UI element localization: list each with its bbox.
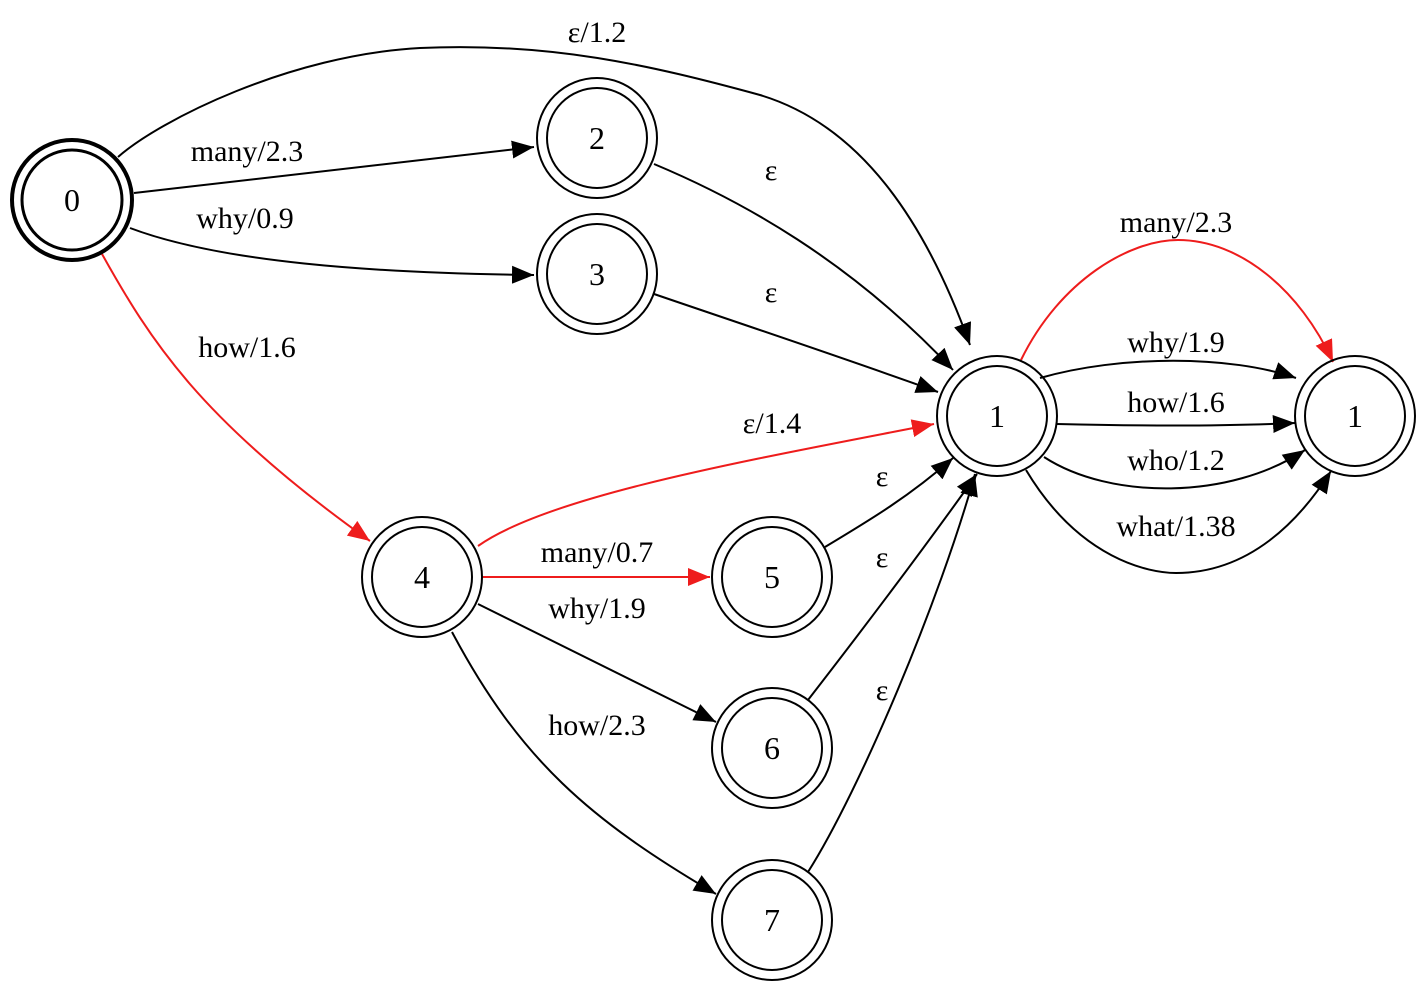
edge-e1a_1b_who: who/1.2 [1043, 444, 1306, 490]
edge-label: ε [765, 276, 778, 309]
state-outer-circle [711, 859, 833, 981]
edge-label: who/1.2 [1127, 444, 1225, 477]
state-inner-circle [371, 526, 473, 628]
edge-label: ε/1.2 [568, 16, 626, 49]
state-outer-circle [536, 213, 658, 335]
edge-e4_6: why/1.9 [477, 592, 717, 723]
edge-line [1039, 359, 1297, 380]
edge-line [1025, 469, 1332, 575]
state-outer-circle [1294, 355, 1416, 477]
edge-label: many/0.7 [541, 536, 654, 569]
edge-line [807, 473, 978, 873]
edge-e0_4: how/1.6 [101, 253, 371, 542]
edge-label: many/2.3 [191, 135, 304, 168]
edge-e6_1a: ε [807, 473, 978, 701]
edge-label: how/1.6 [1127, 386, 1225, 419]
edge-label: why/1.9 [548, 592, 646, 625]
state-label: 1 [1347, 398, 1363, 434]
state-n6: 6 [711, 687, 833, 809]
state-label: 6 [764, 730, 780, 766]
edge-line [129, 227, 535, 284]
state-n2: 2 [536, 77, 658, 199]
state-inner-circle [721, 526, 823, 628]
edge-label: ε [876, 674, 889, 707]
edge-line [133, 140, 535, 194]
state-label: 0 [64, 182, 80, 218]
edge-label: what/1.38 [1116, 510, 1235, 543]
edge-line [477, 419, 935, 547]
states: 0 2 3 1 1 4 5 6 7 [10, 77, 1416, 981]
start-state-n0: 0 [10, 138, 134, 262]
edge-label: ε/1.4 [743, 407, 801, 440]
edge-line [477, 603, 717, 723]
state-n1b: 1 [1294, 355, 1416, 477]
state-n7: 7 [711, 859, 833, 981]
state-label: 3 [589, 256, 605, 292]
state-outer-circle [711, 516, 833, 638]
edge-e4_7: how/2.3 [451, 631, 717, 895]
edge-e1a_1b_what: what/1.38 [1025, 469, 1332, 575]
edge-line [101, 253, 371, 542]
edge-e4_1a: ε/1.4 [477, 407, 935, 547]
edge-label: how/2.3 [548, 709, 646, 742]
edges: ε/1.2 many/2.3 why/0.9 how/1.6 ε ε ε/1.4 many/0… [101, 16, 1334, 895]
edge-e2_1a: ε [653, 154, 954, 371]
edge-e3_1a: ε [653, 276, 939, 393]
state-inner-circle [546, 223, 648, 325]
edge-line [451, 631, 717, 895]
edge-label: how/1.6 [198, 331, 296, 364]
state-inner-circle [546, 87, 648, 189]
edge-label: ε [876, 460, 889, 493]
state-n5: 5 [711, 516, 833, 638]
edge-label: many/2.3 [1120, 206, 1233, 239]
edge-e0_2: many/2.3 [133, 135, 535, 194]
edge-line [1056, 415, 1296, 434]
edge-label: why/1.9 [1127, 326, 1225, 359]
state-outer-circle [936, 355, 1058, 477]
edge-line [1020, 238, 1334, 363]
edge-e0_3: why/0.9 [129, 202, 535, 284]
edge-label: ε [765, 154, 778, 187]
edge-line [807, 473, 978, 701]
state-inner-circle [946, 365, 1048, 467]
edge-e4_5: many/0.7 [483, 536, 710, 586]
edge-e5_1a: ε [824, 457, 954, 548]
state-outer-circle [10, 138, 134, 262]
state-inner-circle [721, 697, 823, 799]
state-n1a: 1 [936, 355, 1058, 477]
state-n4: 4 [361, 516, 483, 638]
state-n3: 3 [536, 213, 658, 335]
edge-e1a_1b_how: how/1.6 [1056, 386, 1296, 434]
edge-e1a_1b_why: why/1.9 [1039, 326, 1297, 380]
state-label: 7 [764, 902, 780, 938]
edge-line [824, 457, 954, 548]
state-label: 1 [989, 398, 1005, 434]
edge-line [653, 293, 939, 393]
state-outer-circle [361, 516, 483, 638]
state-inner-circle [721, 869, 823, 971]
edge-label: why/0.9 [196, 202, 294, 235]
state-label: 4 [414, 559, 430, 595]
state-outer-circle [711, 687, 833, 809]
edge-line [1043, 449, 1306, 490]
state-inner-circle [20, 148, 124, 252]
state-outer-circle [536, 77, 658, 199]
edge-e0_1a: ε/1.2 [117, 16, 972, 346]
edge-line [117, 46, 972, 346]
edge-label: ε [876, 541, 889, 574]
edge-e1a_1b_many: many/2.3 [1020, 206, 1334, 363]
state-inner-circle [1304, 365, 1406, 467]
edge-e7_1a: ε [807, 473, 978, 873]
edge-line [653, 163, 954, 371]
state-label: 2 [589, 120, 605, 156]
state-label: 5 [764, 559, 780, 595]
